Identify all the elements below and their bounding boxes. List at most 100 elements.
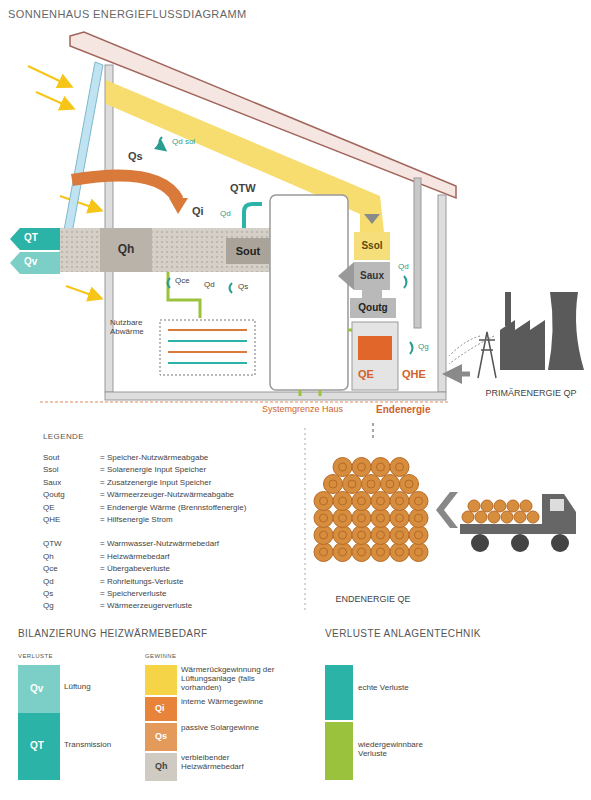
legend-entry: Qs (43, 589, 53, 598)
log-end (362, 475, 381, 494)
loss-arrow (159, 137, 164, 149)
legend-text: wiedergewinnbare Verluste (358, 740, 438, 758)
log-ring (320, 531, 328, 539)
legend-entry: Saux (43, 478, 61, 487)
heating-pipe (168, 351, 247, 353)
log-ring (358, 548, 366, 556)
log-end (371, 458, 390, 477)
log-ring (386, 480, 394, 488)
log-ring (320, 548, 328, 556)
node-label: Ssol (361, 240, 382, 252)
node-label: Sout (236, 245, 260, 258)
label: Endenergie (376, 404, 430, 416)
legend-entry: = Heizwärmebedarf (100, 552, 170, 561)
log-ring (396, 531, 404, 539)
legend-entry: = Zusatzenergie Input Speicher (100, 478, 211, 487)
flow-arrowhead (364, 214, 380, 224)
log-ring (377, 531, 385, 539)
legend-entry: = Hilfsenergie Strom (100, 515, 173, 524)
log-end (520, 500, 532, 512)
log-ring (358, 497, 366, 505)
cooling-tower (548, 292, 584, 370)
legend-entry: Qce (43, 564, 58, 573)
duct-texture (60, 228, 272, 272)
label: Qi (155, 703, 165, 713)
label: Qd sol (172, 137, 195, 146)
label: GEWINNE (145, 653, 176, 660)
ventilation-loss-arrow (10, 252, 60, 274)
legend-entry: Qh (43, 552, 54, 561)
legend-entry: Qg (43, 601, 54, 610)
log-ring (415, 548, 423, 556)
log-end (527, 511, 539, 523)
loss-arrow (404, 276, 407, 288)
legend-text: echte Verluste (358, 683, 433, 692)
log-end (390, 509, 409, 528)
supply-line (372, 420, 374, 438)
log-end (390, 492, 409, 511)
log-ring (339, 514, 347, 522)
title: SONNENHAUS ENERGIEFLUSSDIAGRAMM (8, 8, 247, 21)
log-ring (339, 548, 347, 556)
legend-entry: = Warmwasser-Nutzwärmebedarf (100, 539, 219, 548)
label: VERLUSTE ANLAGENTECHNIK (325, 628, 481, 640)
label: Qs (128, 150, 143, 163)
log-ring (377, 548, 385, 556)
log-end (314, 509, 333, 528)
legend-swatch (325, 722, 353, 780)
label: Qh (155, 761, 168, 771)
log-ring (396, 463, 404, 471)
wood-stove (352, 322, 398, 390)
heating-pipe (168, 340, 247, 342)
log-end (409, 526, 428, 545)
chimney (414, 178, 421, 328)
house-boundary: Systemgrenze HausQhSoutSsolSauxQoutg (52, 40, 447, 420)
label: Qd (204, 280, 215, 289)
truck-wheel (471, 534, 489, 552)
recoverable-loss-pipe (168, 272, 200, 318)
label: QE (358, 368, 374, 381)
log-end (390, 458, 409, 477)
sun-ray (36, 92, 72, 108)
truck-wheel (511, 534, 529, 552)
node-label: ENDENERGIE QE (312, 594, 434, 604)
legend-entry: QHE (43, 515, 60, 524)
log-end (371, 492, 390, 511)
log-end (333, 492, 352, 511)
log-ring (415, 497, 423, 505)
log-ring (396, 497, 404, 505)
log-ring (348, 480, 356, 488)
log-end (333, 543, 352, 562)
woodpile (314, 458, 428, 562)
log-ring (396, 514, 404, 522)
north-wall (438, 195, 446, 392)
legend-text: Lüftung (64, 682, 134, 691)
truck-cab (542, 494, 576, 534)
legend-entry: Sout (43, 453, 59, 462)
node-label: PRIMÄRENERGIE QP (470, 388, 591, 398)
log-end (371, 509, 390, 528)
log-end (501, 511, 513, 523)
truck-window (550, 499, 564, 511)
log-end (468, 500, 480, 512)
label: BILANZIERUNG HEIZWÄRMEBEDARF (18, 628, 208, 640)
label: Qv (30, 683, 43, 695)
legend-entry: = Speicher-Nutzwärmeabgabe (100, 453, 208, 462)
legend-text: passive Solargewinne (181, 723, 276, 732)
log-end (314, 526, 333, 545)
log-end (333, 526, 352, 545)
energy-arrow (447, 372, 470, 377)
log-ring (377, 497, 385, 505)
storage-output-box: Sout (226, 238, 270, 264)
legend-entry: QE (43, 503, 55, 512)
log-end (352, 543, 371, 562)
log-end (514, 511, 526, 523)
log-end (352, 458, 371, 477)
label: QT (30, 740, 44, 752)
log-end (333, 509, 352, 528)
label: QHE (402, 368, 426, 381)
log-end (409, 492, 428, 511)
primary-energy-plant: PRIMÄRENERGIE QP (470, 280, 591, 402)
truck-wheel (551, 534, 569, 552)
node-label: Systemgrenze Haus (262, 404, 343, 414)
